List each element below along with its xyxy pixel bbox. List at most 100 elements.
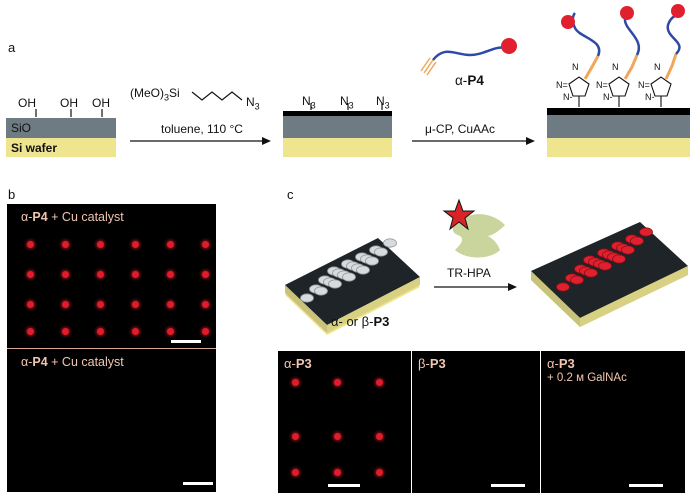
chip-right-spots-spot-3-1	[570, 275, 584, 285]
sio-layer-2	[283, 116, 392, 138]
scale-bar-b-bottom	[183, 482, 213, 485]
triazole-n-1b: N=	[556, 80, 568, 90]
fluorescent-spot-b-2-3	[132, 301, 139, 308]
fluorescent-spot-c-0-1	[334, 379, 341, 386]
fluorescent-spot-b-0-1	[62, 241, 69, 248]
chip-right-spots	[556, 227, 653, 292]
fluorescent-spot-b-3-4	[167, 328, 174, 335]
scale-bar-c1	[328, 484, 360, 487]
fluorescent-spot-b-3-3	[132, 328, 139, 335]
triazole-n-1a: N	[572, 62, 579, 72]
triazole-n-2c: N-	[603, 92, 613, 102]
panel-b-top-image: α-P4 + Cu catalyst	[7, 204, 216, 348]
triazole-rings	[568, 76, 672, 107]
chip-left-spots-spot-0-4	[383, 238, 397, 248]
fluorescent-spot-b-0-5	[202, 241, 209, 248]
fluorescent-spot-b-1-4	[167, 271, 174, 278]
reagent-azide: N3	[246, 95, 260, 112]
fluorescent-spot-b-0-4	[167, 241, 174, 248]
chip-left-spots-spot-1-4	[374, 247, 388, 257]
triazole-n-1c: N-	[563, 92, 573, 102]
triazole-n-3a: N	[654, 62, 661, 72]
azide-label-2: N3	[340, 94, 354, 111]
fluorescent-spot-c-1-2	[376, 433, 383, 440]
fluorescent-spot-c-1-0	[292, 433, 299, 440]
fluorescent-spot-b-2-1	[62, 301, 69, 308]
probe-label-alpha-p4: α-P4	[455, 73, 484, 88]
fluorescent-spot-b-3-0	[27, 328, 34, 335]
glycan-array-chip	[285, 238, 420, 335]
chip-right-spots-spot-2-4	[621, 245, 635, 255]
arrow-2-head	[526, 137, 535, 145]
arrow-1-head	[262, 137, 271, 145]
si-wafer-2	[283, 138, 392, 157]
fluorescent-spot-b-2-5	[202, 301, 209, 308]
chip-right-spots-spot-3-2	[584, 268, 598, 278]
oh-label-3: OH	[92, 96, 110, 110]
fluorescent-spot-b-2-4	[167, 301, 174, 308]
tr-hpa-label: TR-HPA	[447, 266, 491, 280]
fluorescent-spot-c-1-1	[334, 433, 341, 440]
panel-b-bottom-label: α-P4 + Cu catalyst	[21, 355, 124, 369]
fluorescent-spot-b-1-5	[202, 271, 209, 278]
panel-b-divider	[7, 348, 216, 349]
chip-left-spots	[300, 238, 397, 303]
panel-c-img2-label: β-P3	[418, 356, 446, 371]
panel-c-img3-sublabel: + 0.2 м GalNAc	[547, 372, 627, 384]
panel-b-top-label: α-P4 + Cu catalyst	[21, 210, 124, 224]
panel-c-image-beta-p3: β-P3	[412, 351, 540, 493]
si-wafer-label: Si wafer	[11, 141, 58, 155]
reagent-formula: (MeO)3Si	[130, 86, 180, 103]
panel-c-image-alpha-p3: α-P3	[278, 351, 411, 493]
triazole-n-3b: N=	[638, 80, 650, 90]
chip-right-spots-spot-1-4	[630, 236, 644, 246]
panel-b-bottom-image: α-P4 + Cu catalyst	[7, 349, 216, 492]
fluorescent-spot-b-3-2	[97, 328, 104, 335]
oh-label-2: OH	[60, 96, 78, 110]
fluorescent-spot-b-1-1	[62, 271, 69, 278]
scale-bar-b-top	[171, 340, 201, 343]
panel-label-a: a	[8, 40, 16, 55]
fluorescent-spot-c-0-0	[292, 379, 299, 386]
reaction-conditions-1: toluene, 110 °C	[161, 122, 243, 136]
fluorescent-spot-b-1-0	[27, 271, 34, 278]
panel-label-c: c	[287, 187, 294, 202]
chip-right-spots-spot-3-3	[598, 261, 612, 271]
sio-label: SiO	[11, 121, 32, 135]
fluorescent-spot-c-2-0	[292, 469, 299, 476]
chip-left-spots-spot-2-4	[365, 256, 379, 266]
triazole-n-2a: N	[612, 62, 619, 72]
chip-left-spots-spot-3-0	[300, 293, 314, 303]
fluorescent-spot-b-0-0	[27, 241, 34, 248]
alpha-p4-probe-graphic	[420, 38, 517, 76]
array-probe-label: α- or β-P3	[331, 314, 390, 329]
chip-right-spots-spot-3-0	[556, 282, 570, 292]
panel-c-img3-label: α-P3	[547, 356, 575, 371]
triazole-n-3c: N-	[645, 92, 655, 102]
azide-label-1: N3	[302, 94, 316, 111]
clicked-probes	[561, 4, 685, 80]
arrow-c-head	[508, 283, 517, 291]
fluorescent-spot-b-2-2	[97, 301, 104, 308]
scale-bar-c2	[491, 484, 525, 487]
fluorescent-spot-b-3-1	[62, 328, 69, 335]
chip-left-spots-spot-3-2	[328, 279, 342, 289]
lectin-with-fluorophore	[442, 198, 505, 258]
chip-right-spots-spot-0-4	[639, 227, 653, 237]
stained-array-chip	[531, 222, 688, 327]
triazole-monolayer	[547, 108, 690, 115]
silane-chain	[191, 91, 243, 101]
chip-left-spots-spot-3-1	[314, 286, 328, 296]
fluorescent-spot-c-2-1	[334, 469, 341, 476]
fluorescent-spot-b-1-3	[132, 271, 139, 278]
fluorescent-spot-b-1-2	[97, 271, 104, 278]
fluorescent-spot-b-0-2	[97, 241, 104, 248]
oh-label-1: OH	[18, 96, 36, 110]
si-wafer-3	[547, 138, 690, 157]
si-wafer-1	[6, 138, 116, 157]
triazole-n-2b: N=	[596, 80, 608, 90]
sio-layer-3	[547, 115, 690, 138]
panel-c-img1-label: α-P3	[284, 356, 312, 371]
fluorescent-spot-c-0-2	[376, 379, 383, 386]
